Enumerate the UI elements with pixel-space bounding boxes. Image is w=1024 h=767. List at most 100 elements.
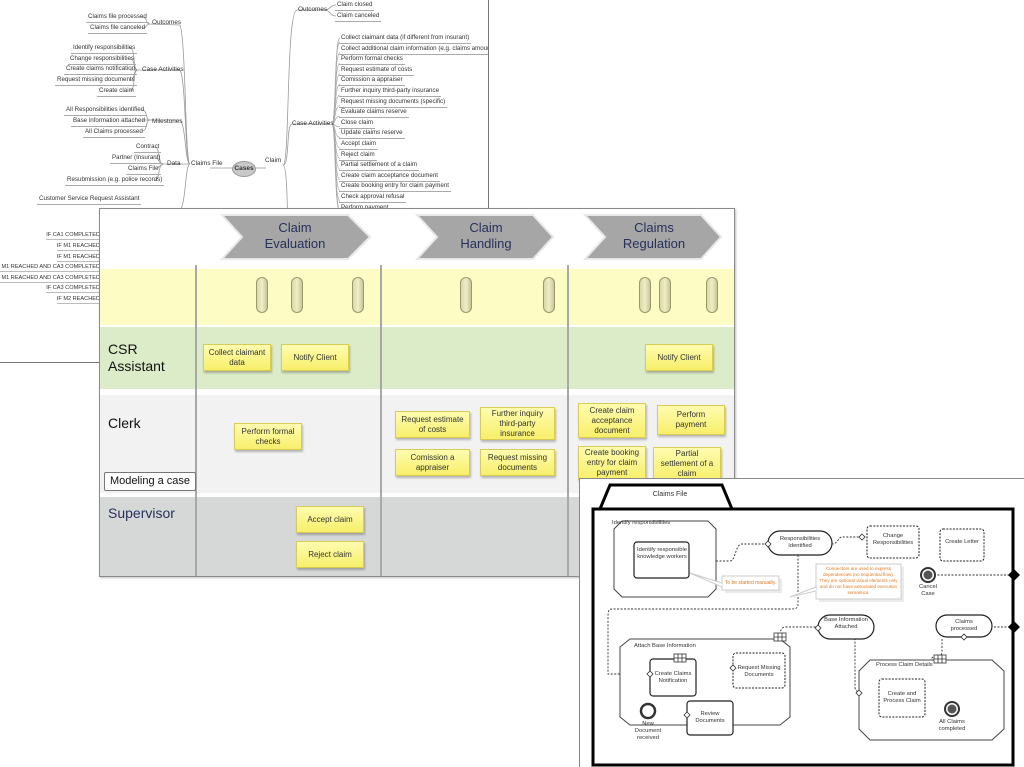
milestone-label[interactable]: Base Information Attached [824, 617, 868, 630]
mindmap-node[interactable]: Collect claimant data (if different from… [339, 34, 472, 44]
mindmap-node[interactable]: Request missing documents (specific) [339, 98, 448, 108]
mindmap-node[interactable]: Create claim acceptance document [339, 172, 440, 182]
mindmap-branch[interactable]: Outcomes [152, 19, 182, 26]
event-label[interactable]: All Claims completed [938, 719, 966, 732]
mindmap-node[interactable]: Change responsibilities [68, 55, 136, 65]
stage-label: Attach Base Information [634, 643, 696, 649]
mindmap-node[interactable]: All Claims processed [83, 128, 145, 138]
mindmap-root-cases[interactable]: Cases [232, 161, 256, 177]
milestone-marker[interactable] [706, 277, 718, 313]
task-sticky[interactable]: Perform formal checks [234, 423, 302, 450]
mindmap-condition: IF M1 REACHED [56, 254, 100, 262]
task-label[interactable]: Identify responsible knowledge workers [637, 547, 687, 560]
chevron-arrow-icon [583, 214, 723, 260]
lane-milestones [100, 269, 734, 325]
task-sticky[interactable]: Notify Client [281, 344, 349, 371]
mindmap-node[interactable]: Evaluate claims reserve [339, 108, 409, 119]
stage-label: Identify responsibilities [612, 520, 671, 526]
task-sticky[interactable]: Create claim acceptance document [578, 403, 646, 438]
lane-label-clerk: Clerk [108, 415, 141, 431]
mindmap-node[interactable]: Further inquiry third-party insurance [339, 87, 442, 97]
task-label[interactable]: Create Letter [945, 539, 979, 545]
mindmap-node[interactable]: Create booking entry for claim payment [339, 182, 451, 193]
mindmap-node[interactable]: Customer Service Request Assistant [37, 195, 142, 205]
mindmap-branch[interactable]: Case Activities [292, 120, 334, 127]
mindmap-node[interactable]: Request estimate of costs [339, 66, 415, 76]
mindmap-node[interactable]: Partial settlement of a claim [339, 161, 419, 172]
milestone-label[interactable]: Claims processed [950, 619, 978, 632]
task-sticky[interactable]: Collect claimant data [203, 344, 271, 371]
task-label[interactable]: Create and Process Claim [883, 691, 921, 704]
mindmap-condition: IF CA3 COMPLETED [46, 285, 100, 293]
exit-criterion [1008, 621, 1020, 633]
case-file-tab-label[interactable]: Claims File [652, 491, 688, 498]
mindmap-condition: IF M2 REACHED [56, 296, 100, 304]
task-sticky[interactable]: Comission a appraiser [395, 449, 470, 476]
mindmap-node[interactable]: Accept claim [339, 140, 379, 150]
mindmap-node[interactable]: Update claims reserve [339, 129, 405, 140]
modeling-a-case-label[interactable]: Modeling a case [104, 472, 196, 491]
mindmap-node[interactable]: Collect additional claim information (e.… [339, 45, 488, 55]
task-sticky[interactable]: Accept claim [296, 506, 364, 533]
mindmap-node[interactable]: Resubmission (e.g. police records) [65, 176, 165, 186]
mindmap-node[interactable]: Perform formal checks [339, 55, 405, 66]
stage-label: Process Claim Details [876, 662, 933, 668]
mindmap-branch-claims-file[interactable]: Claims File [191, 160, 223, 167]
task-sticky[interactable]: Create booking entry for claim payment [578, 446, 646, 480]
mindmap-branch[interactable]: Case Activities [142, 66, 184, 73]
mindmap-node[interactable]: Request missing documents [55, 76, 137, 86]
milestone-marker[interactable] [291, 277, 303, 313]
mindmap-node[interactable]: Claims file canceled [88, 24, 148, 34]
task-label[interactable]: Create Claims Notification [654, 671, 692, 684]
milestone-marker[interactable] [543, 277, 555, 313]
task-sticky[interactable]: Further inquiry third-party insurance [480, 407, 555, 440]
mindmap-node[interactable]: Create claims notification [64, 65, 138, 75]
task-create-letter [939, 528, 985, 562]
mindmap-node[interactable]: Partner (Insurant) [110, 154, 163, 164]
event-label[interactable]: Cancel Case [918, 584, 938, 597]
mindmap-node[interactable]: Claim canceled [335, 12, 382, 22]
mindmap-connectors [129, 4, 341, 362]
mindmap-branch[interactable]: Outcomes [298, 6, 328, 13]
mindmap-node[interactable]: Claim closed [335, 1, 375, 11]
milestone-marker[interactable] [460, 277, 472, 313]
task-label[interactable]: Request Missing Documents [737, 665, 781, 678]
task-sticky[interactable]: Request missing documents [480, 449, 555, 476]
mindmap-node[interactable]: Close claim [339, 119, 375, 129]
task-sticky[interactable]: Reject claim [296, 541, 364, 568]
event-label[interactable]: New Document received [634, 721, 662, 741]
mindmap-node[interactable]: All Responsibilities identified [64, 106, 147, 116]
mindmap-node[interactable]: Check approval refusal [339, 193, 407, 203]
milestone-label[interactable]: Responsibilities Identified [779, 536, 821, 549]
task-change-responsibilities [866, 525, 920, 559]
mindmap-node[interactable]: Claims file processed [86, 13, 149, 23]
milestone-marker[interactable] [256, 277, 268, 313]
mindmap-node[interactable]: Contract [134, 143, 162, 153]
mindmap-node[interactable]: Create claim [97, 87, 136, 97]
cmmn-case-diagram: Identify responsibilities Identify respo… [579, 478, 1024, 767]
milestone-marker[interactable] [659, 277, 671, 313]
task-sticky[interactable]: Notify Client [645, 344, 713, 371]
task-sticky[interactable]: Partial settlement of a claim [653, 447, 721, 481]
milestone-marker[interactable] [352, 277, 364, 313]
mindmap-branch-claim[interactable]: Claim [265, 157, 282, 164]
mindmap-node[interactable]: Claims File [126, 165, 161, 175]
task-sticky[interactable]: Perform payment [657, 405, 725, 435]
mindmap-branch[interactable]: Data [167, 160, 181, 167]
task-label[interactable]: Change Responsibilities [872, 533, 914, 546]
mindmap-branch[interactable]: Milestones [152, 118, 183, 125]
column-divider [380, 265, 382, 576]
task-sticky[interactable]: Request estimate of costs [395, 411, 470, 438]
mindmap-node[interactable]: Comission a appraiser [339, 76, 405, 87]
task-label[interactable]: Review Documents [695, 711, 725, 724]
mindmap-node[interactable]: Base information attached [71, 117, 147, 127]
mindmap-node[interactable]: Reject claim [339, 151, 377, 161]
milestone-marker[interactable] [639, 277, 651, 313]
mindmap-node[interactable]: Identify responsibilities [71, 44, 138, 54]
